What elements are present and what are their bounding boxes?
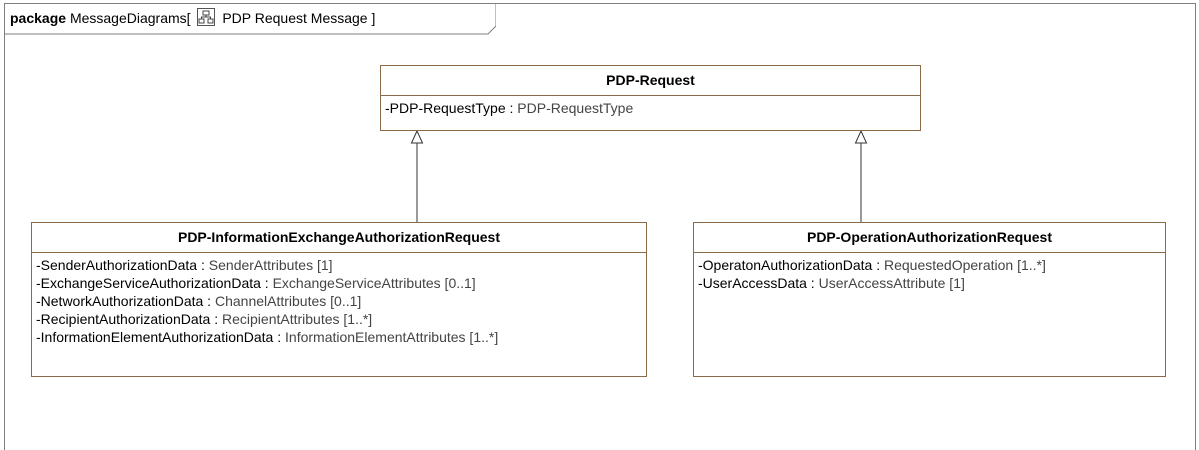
class-pdp-operation-authorization-request[interactable]: PDP-OperationAuthorizationRequest -Opera… bbox=[693, 222, 1166, 377]
frame-tab-outline bbox=[4, 3, 496, 35]
class-pdp-request[interactable]: PDP-Request -PDP-RequestType : PDP-Reque… bbox=[380, 65, 921, 131]
package-frame bbox=[4, 3, 1196, 450]
attribute-row[interactable]: -PDP-RequestType : PDP-RequestType bbox=[385, 99, 916, 117]
attribute-separator: : bbox=[273, 329, 286, 345]
attribute-type: UserAccessAttribute [1] bbox=[818, 275, 965, 291]
generalization-right-to-parent[interactable] bbox=[854, 129, 868, 222]
attribute-type: RecipientAttributes [1..*] bbox=[222, 311, 373, 327]
attribute-type: RequestedOperation [1..*] bbox=[884, 257, 1046, 273]
attribute-separator: : bbox=[197, 257, 209, 273]
attribute-compartment: -OperatonAuthorizationData : RequestedOp… bbox=[694, 253, 1165, 295]
attribute-name: -InformationElementAuthorizationData bbox=[36, 329, 274, 345]
attribute-row[interactable]: -SenderAuthorizationData : SenderAttribu… bbox=[36, 256, 642, 274]
attribute-row[interactable]: -UserAccessData : UserAccessAttribute [1… bbox=[698, 274, 1161, 292]
attribute-separator: : bbox=[260, 275, 273, 291]
class-pdp-information-exchange-authorization-request[interactable]: PDP-InformationExchangeAuthorizationRequ… bbox=[31, 222, 647, 377]
attribute-type: SenderAttributes [1] bbox=[208, 257, 333, 273]
frame-keyword: package bbox=[10, 10, 67, 26]
attribute-name: -ExchangeServiceAuthorizationData bbox=[36, 275, 261, 291]
attribute-separator: : bbox=[210, 311, 222, 327]
attribute-separator: : bbox=[505, 100, 518, 116]
attribute-row[interactable]: -InformationElementAuthorizationData : I… bbox=[36, 328, 642, 346]
attribute-separator: : bbox=[872, 257, 884, 273]
frame-close-bracket: ] bbox=[371, 10, 376, 26]
attribute-type: ChannelAttributes [0..1] bbox=[214, 293, 362, 309]
attribute-name: -PDP-RequestType bbox=[385, 100, 506, 116]
attribute-row[interactable]: -OperatonAuthorizationData : RequestedOp… bbox=[698, 256, 1161, 274]
attribute-type: InformationElementAttributes [1..*] bbox=[285, 329, 499, 345]
frame-package-name: MessageDiagrams bbox=[69, 10, 187, 26]
attribute-type: PDP-RequestType bbox=[517, 100, 634, 116]
attribute-row[interactable]: -ExchangeServiceAuthorizationData : Exch… bbox=[36, 274, 642, 292]
attribute-row[interactable]: -RecipientAuthorizationData : RecipientA… bbox=[36, 310, 642, 328]
attribute-compartment: -PDP-RequestType : PDP-RequestType bbox=[381, 96, 920, 120]
attribute-name: -RecipientAuthorizationData bbox=[36, 311, 211, 327]
class-name: PDP-Request bbox=[381, 66, 920, 96]
attribute-name: -UserAccessData bbox=[698, 275, 807, 291]
frame-tab-label: package MessageDiagrams[ PDP Request Mes… bbox=[10, 8, 375, 26]
attribute-compartment: -SenderAuthorizationData : SenderAttribu… bbox=[32, 253, 646, 349]
attribute-name: -OperatonAuthorizationData bbox=[698, 257, 873, 273]
attribute-separator: : bbox=[806, 275, 819, 291]
attribute-type: ExchangeServiceAttributes [0..1] bbox=[272, 275, 476, 291]
attribute-separator: : bbox=[203, 293, 215, 309]
class-name: PDP-OperationAuthorizationRequest bbox=[694, 223, 1165, 253]
attribute-name: -SenderAuthorizationData bbox=[36, 257, 198, 273]
class-name: PDP-InformationExchangeAuthorizationRequ… bbox=[32, 223, 646, 253]
generalization-left-to-parent[interactable] bbox=[410, 129, 424, 222]
attribute-row[interactable]: -NetworkAuthorizationData : ChannelAttri… bbox=[36, 292, 642, 310]
attribute-name: -NetworkAuthorizationData bbox=[36, 293, 204, 309]
frame-open-bracket: [ bbox=[186, 10, 191, 26]
frame-diagram-title: PDP Request Message bbox=[222, 10, 368, 26]
class-diagram-icon bbox=[197, 8, 216, 26]
